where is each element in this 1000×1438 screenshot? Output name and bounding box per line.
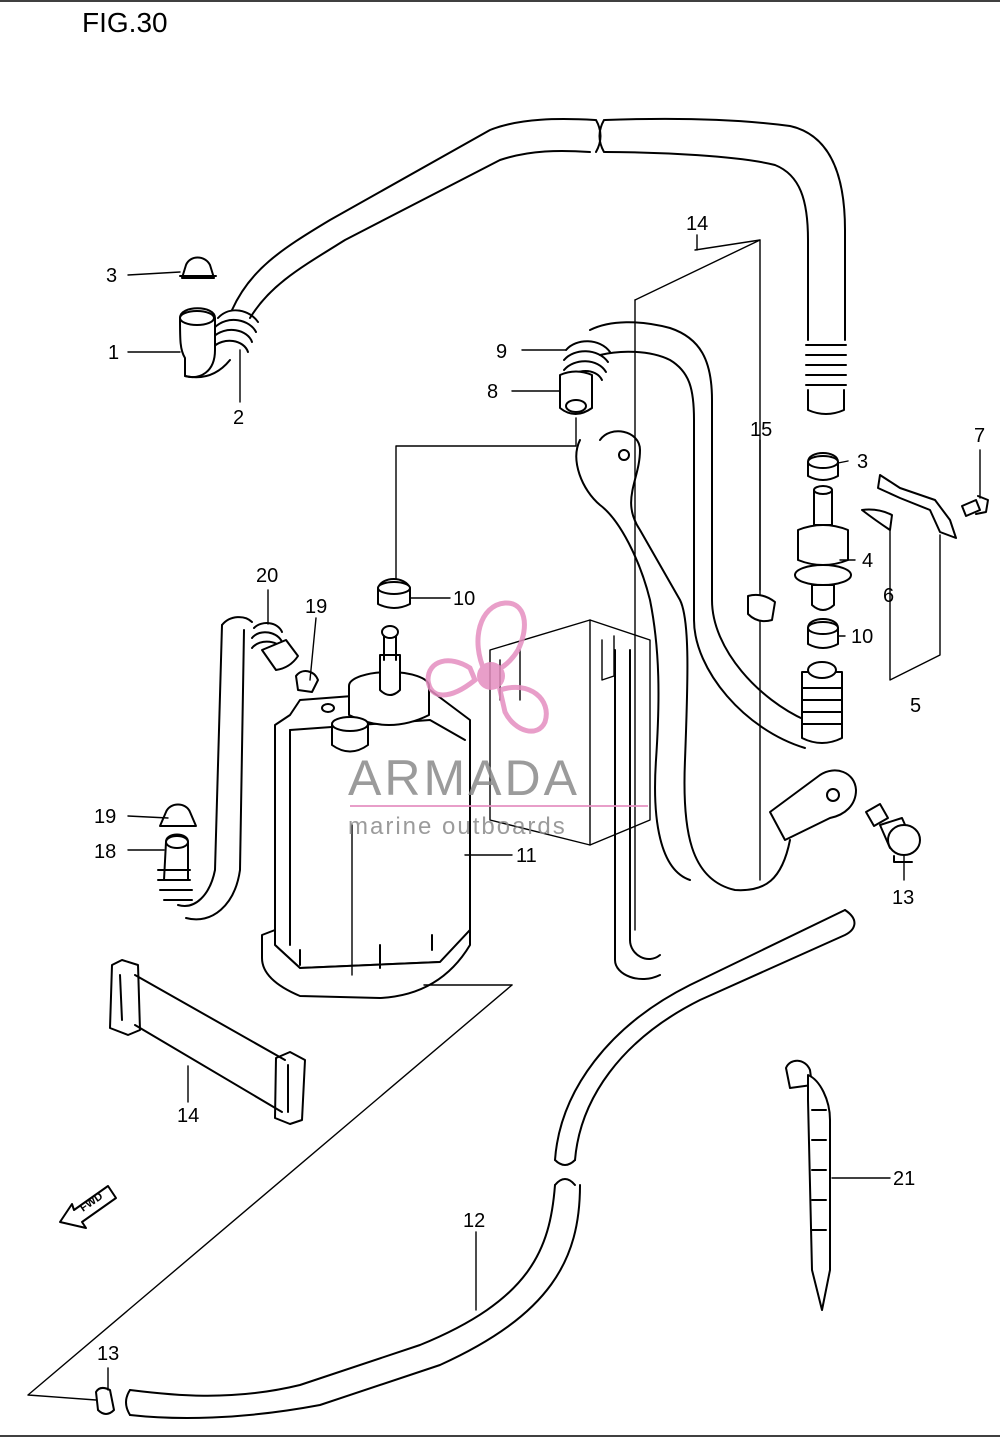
clip-19-lower	[159, 803, 197, 827]
callout-8: 8	[487, 381, 498, 403]
callout-21: 21	[893, 1168, 915, 1190]
strap-15	[109, 959, 306, 1125]
bent-bracket	[575, 430, 791, 980]
leader-8-10	[395, 417, 577, 591]
hose-upper	[211, 117, 847, 415]
hose-9	[559, 321, 806, 749]
bolt-7	[961, 495, 989, 517]
clip-19-upper	[295, 670, 319, 693]
callout-17: 15	[750, 419, 772, 441]
elbow-fitting-18	[157, 833, 193, 901]
tie-strap-21	[785, 1059, 831, 1311]
callout-19-upper: 19	[305, 596, 327, 618]
callout-13: 13	[97, 1343, 119, 1365]
propeller-logo-icon	[425, 600, 549, 734]
hose-12	[125, 909, 856, 1419]
callout-12: 12	[463, 1210, 485, 1232]
callout-18: 18	[94, 841, 116, 863]
callout-7: 7	[974, 425, 985, 447]
callout-labels: 3 1 2 9 8 14 15 3 7 4 6 10 5 10 20 19 19…	[94, 213, 985, 1365]
watermark-brand: ARMADA	[348, 750, 580, 806]
clip-3-right	[807, 452, 839, 481]
callout-9: 9	[496, 341, 507, 363]
canister-11	[261, 625, 471, 999]
callout-5: 5	[910, 695, 921, 717]
bracket-6	[861, 474, 957, 539]
leader-lines	[27, 234, 981, 1401]
callout-11: 11	[516, 845, 537, 867]
figure-title: FIG.30	[82, 7, 168, 38]
arm-14	[769, 769, 857, 841]
hose-end-right	[801, 661, 843, 744]
callout-20: 20	[256, 565, 278, 587]
bracket-plate-16	[634, 239, 761, 931]
clip-10-left	[377, 578, 411, 609]
clip-13	[95, 1386, 115, 1415]
callout-16: 14	[686, 213, 708, 235]
callout-6: 6	[883, 585, 894, 607]
callout-10-right: 10	[851, 626, 873, 648]
clip-17	[747, 593, 776, 623]
callout-19-lower: 19	[94, 806, 116, 828]
clip-10-right	[807, 618, 839, 649]
hose-20	[177, 616, 299, 921]
callout-3-right: 3	[857, 451, 868, 473]
fwd-arrow-icon: FWD	[59, 1185, 117, 1229]
callout-15: 14	[177, 1105, 199, 1127]
callout-4: 4	[862, 550, 873, 572]
callout-2: 2	[233, 407, 244, 429]
bolt-14	[865, 803, 921, 863]
bracket-line-5	[889, 529, 941, 681]
callout-14: 13	[892, 887, 914, 909]
callout-3-top: 3	[106, 265, 117, 287]
callout-1: 1	[108, 342, 119, 364]
callout-10-left: 10	[453, 588, 475, 610]
valve-4	[794, 485, 852, 611]
clip-3-top	[179, 256, 217, 279]
watermark-tagline: marine outboards	[348, 813, 567, 840]
armada-watermark: ARMADA marine outboards	[348, 600, 648, 840]
elbow-fitting-1	[179, 307, 231, 379]
